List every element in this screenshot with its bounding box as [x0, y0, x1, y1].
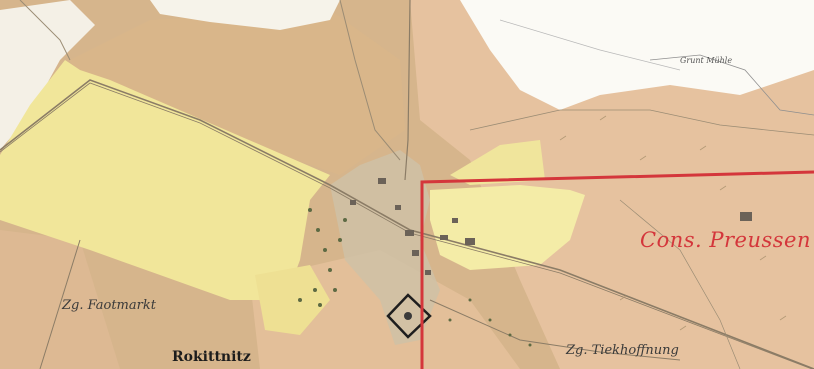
road-main	[0, 79, 814, 369]
forest-path-2	[499, 19, 681, 71]
field-southwest	[0, 230, 120, 369]
field-north	[70, 10, 405, 175]
shaft-east-label: Zg. Tiekhoffnung	[566, 343, 679, 358]
shaft-symbol-core	[404, 312, 412, 320]
road-west	[19, 0, 71, 61]
road-south-east	[429, 299, 681, 361]
field-east	[410, 0, 814, 369]
concession-boundary	[420, 170, 814, 369]
field-boundary-1	[469, 109, 814, 136]
road-southwest	[39, 239, 81, 369]
shaft-west-label: Zg. Faotmarkt	[62, 298, 156, 313]
village-label: Rokittnitz	[172, 349, 251, 365]
concession-label: Cons. Preussen 2	[640, 228, 814, 252]
forest-path	[649, 54, 814, 116]
meadow-small	[255, 265, 330, 335]
meadow-west	[0, 60, 330, 300]
orchard-dots	[298, 208, 532, 347]
road-north	[404, 0, 411, 181]
buildings	[350, 178, 752, 275]
field-boundary-2	[619, 199, 741, 369]
meadow-center-north	[450, 140, 545, 185]
village-area	[330, 150, 440, 345]
mill-label: Grunt Mühle	[680, 56, 733, 65]
forest-north-east	[460, 0, 814, 110]
road-north-west	[339, 0, 401, 161]
forest-north	[150, 0, 340, 30]
road-main-edge	[0, 82, 813, 369]
forest-west	[0, 0, 95, 150]
terrain-marks	[559, 115, 787, 331]
